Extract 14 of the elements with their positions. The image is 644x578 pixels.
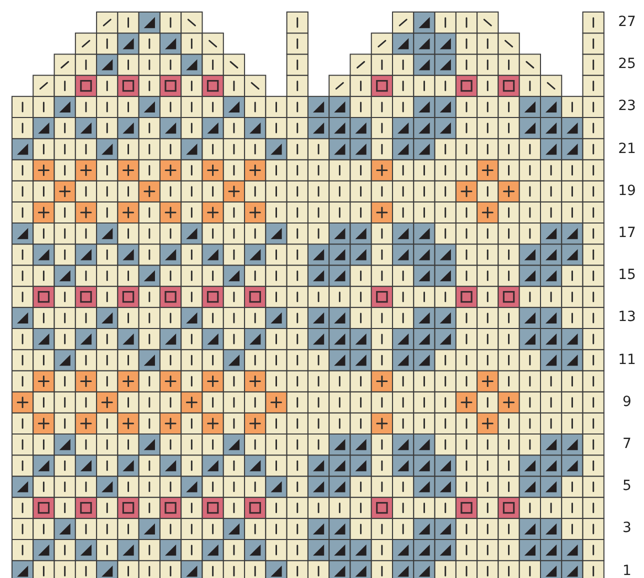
row-number: 1	[622, 562, 632, 578]
row-number: 21	[617, 140, 637, 159]
row-number: 9	[622, 392, 632, 412]
row-number: 7	[622, 435, 632, 454]
row-number: 13	[617, 308, 637, 328]
row-number: 3	[622, 519, 632, 538]
row-number: 19	[617, 182, 637, 201]
row-number: 5	[622, 477, 632, 496]
row-number: 15	[617, 266, 637, 286]
row-number: 11	[617, 350, 637, 370]
row-number: 25	[617, 55, 637, 74]
row-number: 27	[617, 13, 637, 32]
row-number: 17	[617, 224, 637, 243]
row-number: 23	[617, 97, 637, 116]
